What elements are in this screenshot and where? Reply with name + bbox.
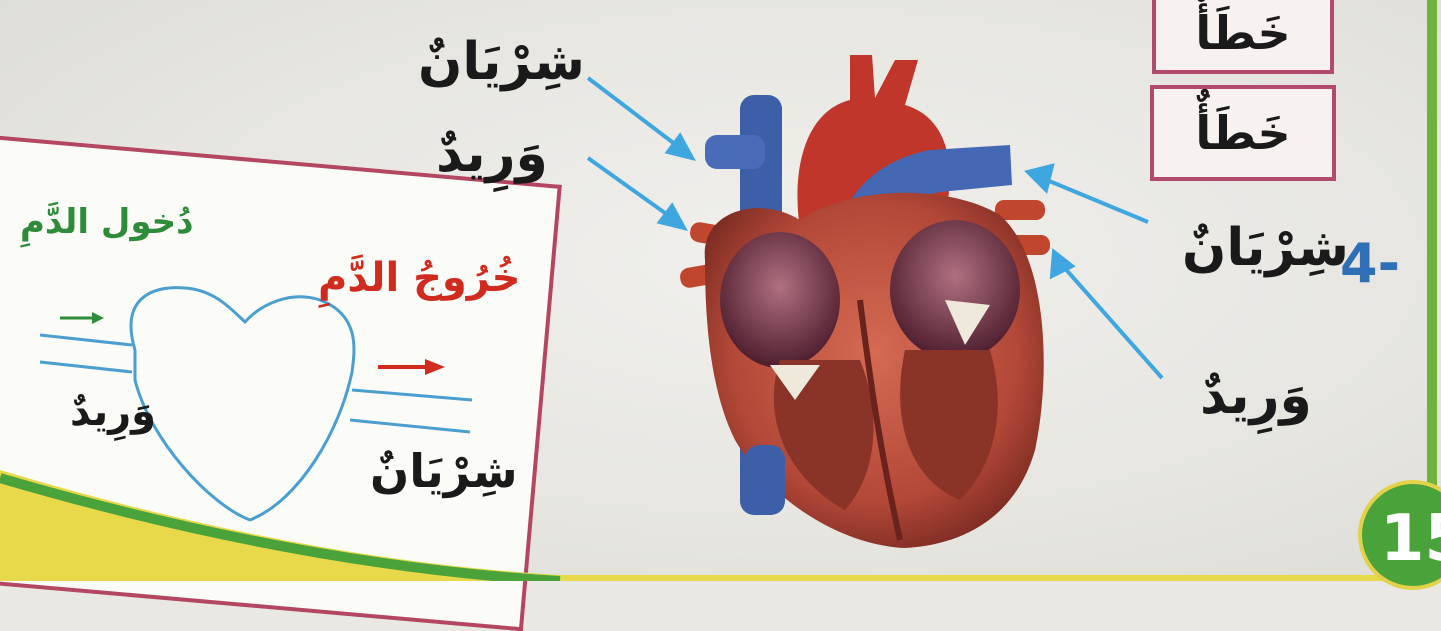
label-artery-left: شِرْيَانٌ [418,36,585,88]
label-blood-out: خُرُوجُ الدَّمِ [318,258,520,298]
label-artery-right: شِرْيَانٌ [1182,222,1349,274]
answer-box-2-text: خَطَأٌ [1195,106,1290,160]
arrow-left-second-line [588,158,672,218]
answer-box-2: خَطَأٌ [1150,85,1336,181]
answer-box-1: خَطَأٌ [1152,0,1334,74]
arrow-left-top-line [588,78,680,148]
answer-box-1-text: خَطَأٌ [1195,6,1290,60]
label-schematic-vein: وَرِيدٌ [70,392,156,432]
label-vein-left: وَرِيدٌ [436,128,548,180]
label-vein-right: وَرِيدٌ [1200,370,1312,422]
question-number: 4- [1340,232,1400,295]
label-schematic-artery: شِرْيَانٌ [370,448,518,494]
label-blood-in: دُخول الدَّمِ [20,205,194,239]
